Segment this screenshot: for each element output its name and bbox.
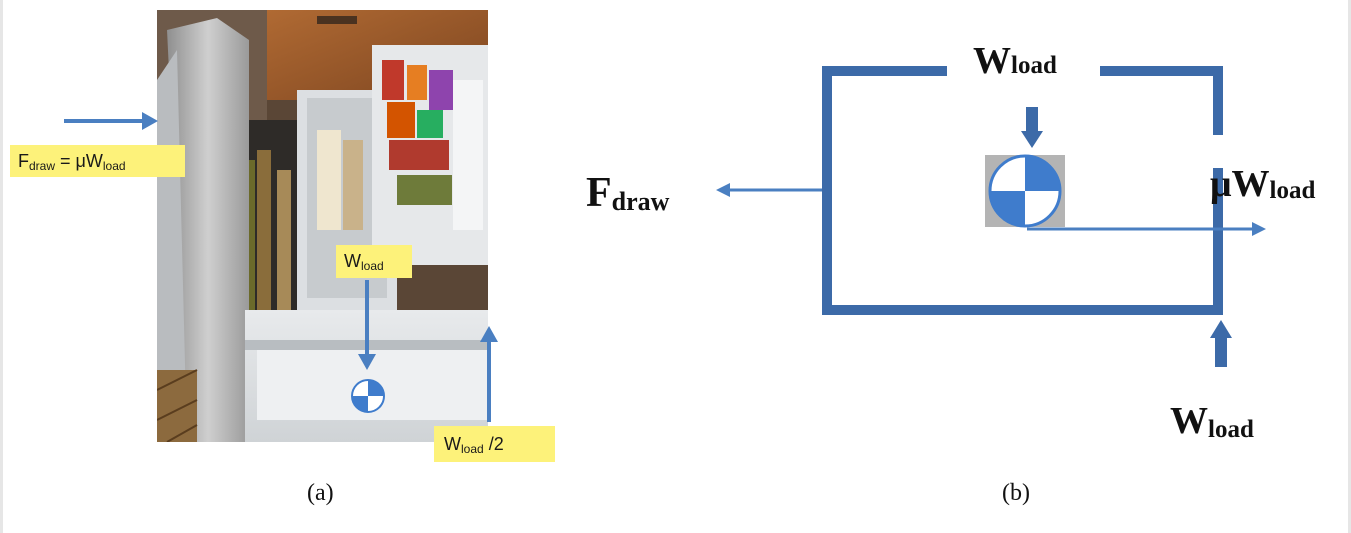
center-of-gravity-icon xyxy=(351,379,385,413)
fdraw-arrowhead-b xyxy=(716,183,730,197)
half-load-arrowhead xyxy=(480,326,498,342)
drawer-frame xyxy=(822,66,1223,315)
panel-b: Wload Fdraw μWload Wload (b) xyxy=(560,0,1350,533)
wload-bottom-arrow xyxy=(1215,338,1227,367)
wload-bottom-arrowhead xyxy=(1210,320,1232,338)
caption-b: (b) xyxy=(1002,480,1030,506)
center-of-gravity-icon-b xyxy=(988,154,1062,228)
panel-a: Fdraw = μWload Wload Wload /2 (a) xyxy=(0,0,620,533)
wload-label: Wload xyxy=(336,245,412,278)
free-body-diagram: Wload Fdraw μWload Wload xyxy=(586,40,1315,443)
friction-arrowhead xyxy=(1252,222,1266,236)
fdraw-label-b: Fdraw xyxy=(586,170,670,216)
friction-label: μWload xyxy=(1210,163,1315,205)
wload-arrowhead xyxy=(358,354,376,370)
wload-top-label: Wload xyxy=(973,40,1057,82)
fdraw-label: Fdraw = μWload xyxy=(10,145,185,177)
left-border xyxy=(0,0,3,533)
wload-top-arrow xyxy=(1026,107,1038,131)
drawer-photo xyxy=(157,10,488,442)
wload-top-arrowhead xyxy=(1021,131,1043,148)
wload-bottom-label: Wload xyxy=(1170,400,1254,443)
drawer-frame-right xyxy=(1100,66,1223,135)
drawer-photo-illustration xyxy=(157,10,488,442)
caption-a: (a) xyxy=(307,480,334,506)
fdraw-arrowhead xyxy=(142,112,158,130)
half-load-label: Wload /2 xyxy=(434,426,555,462)
right-border xyxy=(1348,0,1351,533)
panel-a-arrows xyxy=(64,112,498,422)
